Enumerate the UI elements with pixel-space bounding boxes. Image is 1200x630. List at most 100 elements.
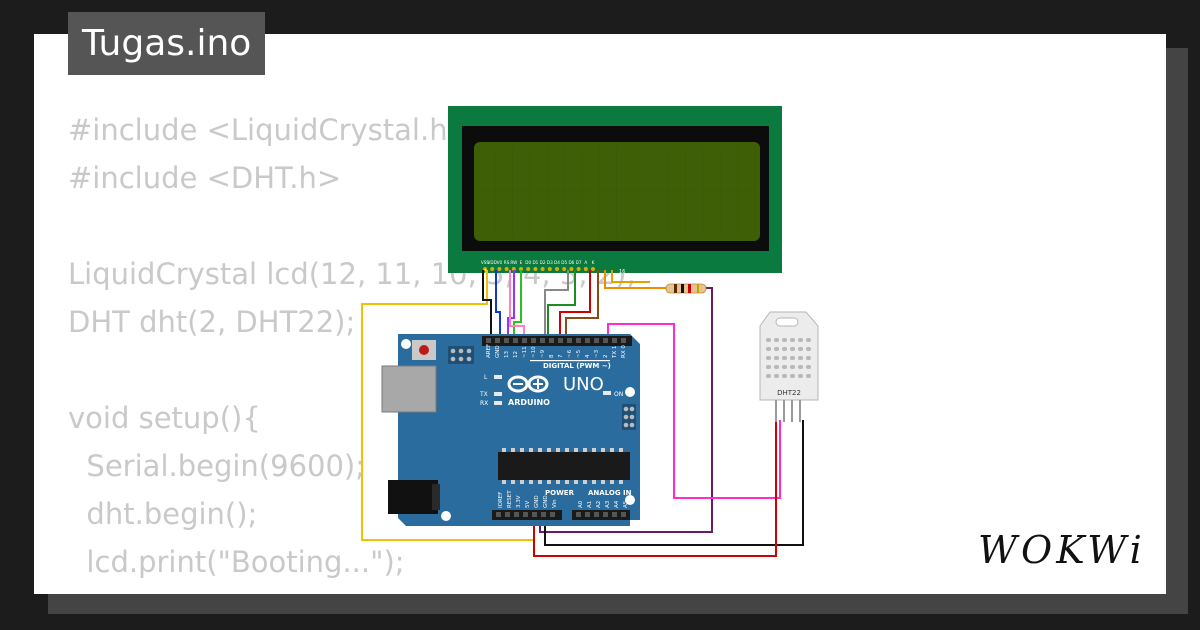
power-pin[interactable] — [532, 512, 537, 517]
lcd-pin[interactable] — [547, 267, 552, 271]
code-line: #include <LiquidCrystal.h> — [68, 113, 472, 147]
digital-pin-label: GND — [495, 345, 501, 358]
lcd-pin[interactable] — [526, 267, 531, 271]
digital-pin[interactable] — [495, 338, 500, 343]
board-name: UNO — [563, 374, 604, 395]
digital-pin[interactable] — [504, 338, 509, 343]
digital-pin-label: ~11 — [522, 346, 528, 358]
analog-pin[interactable] — [612, 512, 617, 517]
digital-pin-label: TX 1 — [612, 346, 618, 359]
power-pin[interactable] — [505, 512, 510, 517]
digital-pin[interactable] — [621, 338, 626, 343]
wire-backlight-cathode[interactable] — [611, 270, 650, 283]
analog-pin-label: A4 — [614, 500, 620, 508]
analog-pin[interactable] — [603, 512, 608, 517]
wire-d6[interactable] — [559, 270, 591, 334]
lcd-pin[interactable] — [576, 267, 581, 271]
digital-pin[interactable] — [531, 338, 536, 343]
digital-pin-label: 4 — [585, 354, 591, 358]
power-pin[interactable] — [550, 512, 555, 517]
lcd-pin[interactable] — [569, 267, 574, 271]
wire-dht-gnd[interactable] — [544, 420, 804, 546]
power-pin-label: 5V — [525, 501, 531, 508]
wire-resistor[interactable] — [539, 287, 713, 533]
icsp-header — [448, 346, 474, 364]
analog-pin[interactable] — [576, 512, 581, 517]
sensor-label: DHT22 — [777, 389, 801, 397]
digital-pin[interactable] — [513, 338, 518, 343]
lcd-pin-label: D2 — [540, 260, 546, 265]
power-jack — [388, 480, 438, 514]
board-brand: ARDUINO — [508, 398, 550, 407]
lcd-pin-end: 16 — [619, 269, 625, 275]
resistor[interactable] — [665, 283, 707, 294]
wire-dht-data[interactable] — [607, 323, 781, 499]
digital-pin-label: 7 — [558, 354, 564, 358]
lcd-pin-label: VDD — [488, 260, 497, 265]
digital-pin[interactable] — [585, 338, 590, 343]
digital-pin[interactable] — [603, 338, 608, 343]
lcd-pin[interactable] — [497, 267, 502, 271]
analog-pin-label: A2 — [596, 501, 602, 508]
analog-header — [572, 510, 630, 520]
lcd-pin[interactable] — [591, 267, 595, 271]
digital-pin[interactable] — [522, 338, 527, 343]
power-pin-label: 3.3V — [516, 495, 522, 508]
power-pin-label: Vin — [552, 499, 558, 508]
wires — [361, 270, 804, 557]
wire-rs[interactable] — [495, 270, 501, 334]
lcd-pin[interactable] — [562, 267, 567, 271]
arduino-logo-icon — [507, 375, 549, 393]
code-line: DHT dht(2, DHT22); — [68, 305, 356, 339]
icsp-right — [622, 404, 636, 430]
lcd-pin-label: RS — [504, 260, 510, 265]
lcd-pin-label: D1 — [532, 260, 538, 265]
wire-gnd-lcd[interactable] — [482, 270, 492, 334]
analog-pin[interactable] — [621, 512, 626, 517]
lcd-pin[interactable] — [540, 267, 545, 271]
digital-pin[interactable] — [486, 338, 491, 343]
power-pin[interactable] — [541, 512, 546, 517]
lcd-pin[interactable] — [533, 267, 538, 271]
wire-d5[interactable] — [547, 270, 576, 334]
analog-pin[interactable] — [594, 512, 599, 517]
wire-rw[interactable] — [509, 270, 525, 334]
power-pin[interactable] — [514, 512, 519, 517]
digital-pin[interactable] — [594, 338, 599, 343]
wire-backlight-anode[interactable] — [604, 270, 670, 289]
lcd-pin-label: K — [592, 260, 595, 265]
digital-pin-label: RX 0 — [621, 345, 627, 358]
wire-dht-vcc[interactable] — [533, 420, 777, 557]
wire-d7[interactable] — [565, 270, 599, 334]
analog-pin-label: A3 — [605, 500, 611, 508]
digital-pin[interactable] — [558, 338, 563, 343]
code-line: void setup(){ — [68, 401, 261, 435]
project-title[interactable]: Tugas.ino — [68, 12, 266, 75]
dht22-sensor[interactable]: DHT22 — [759, 311, 819, 422]
digital-pin-label: ~9 — [540, 349, 546, 358]
digital-pin[interactable] — [549, 338, 554, 343]
led-on-label: ON — [614, 391, 623, 398]
lcd-pin[interactable] — [555, 267, 559, 271]
power-pin-label: GND — [543, 495, 549, 508]
lcd-pin[interactable] — [490, 267, 495, 271]
code-line: dht.begin(); — [68, 497, 258, 531]
digital-pin[interactable] — [576, 338, 581, 343]
code-line: delay(100); — [68, 586, 636, 594]
wire-d0[interactable] — [513, 270, 522, 334]
power-label: POWER — [545, 489, 575, 497]
digital-pin[interactable] — [567, 338, 572, 343]
digital-pin[interactable] — [612, 338, 617, 343]
wire-d4[interactable] — [544, 270, 569, 334]
power-pin[interactable] — [523, 512, 528, 517]
lcd-pin[interactable] — [583, 267, 588, 271]
lcd-pin-label: D3 — [547, 260, 553, 265]
lcd-pin[interactable] — [504, 267, 509, 271]
power-pin[interactable] — [496, 512, 501, 517]
analog-pin[interactable] — [585, 512, 590, 517]
digital-pin[interactable] — [540, 338, 545, 343]
lcd-pin-label: D4 — [554, 260, 560, 265]
